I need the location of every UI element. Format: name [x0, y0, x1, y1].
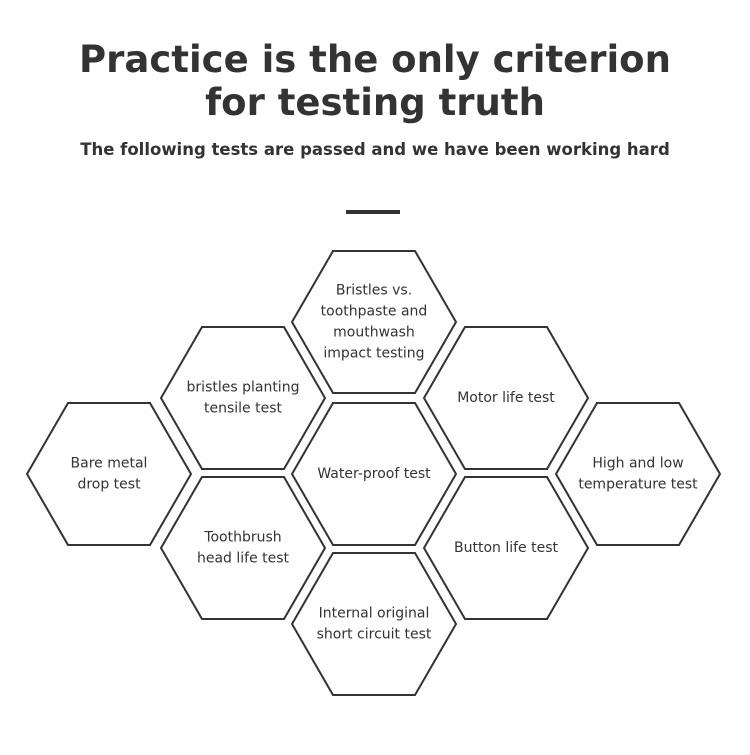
test-label-line: drop test — [77, 477, 141, 493]
hexagon-shape — [159, 476, 327, 620]
test-hexagon-internal-short-circuit: Internal original short circuit test — [290, 552, 458, 696]
test-hexagon-water-proof: Water-proof test — [290, 402, 458, 546]
test-label-line: Button life test — [454, 540, 559, 556]
test-label-line: mouthwash — [333, 325, 415, 341]
test-label-line: short circuit test — [317, 627, 432, 643]
hexagon-shape — [25, 402, 193, 546]
test-hexagon-bare-metal-drop: Bare metal drop test — [25, 402, 193, 546]
test-label-line: impact testing — [323, 346, 424, 362]
test-label-line: head life test — [197, 551, 290, 567]
page-title-line-2: for testing truth — [205, 81, 545, 124]
test-label-line: bristles planting — [187, 380, 300, 396]
test-label-line: Toothbrush — [203, 530, 281, 546]
page-title-line-1: Practice is the only criterion — [79, 38, 671, 81]
test-label-line: Water-proof test — [317, 466, 431, 482]
test-label-line: High and low — [592, 456, 683, 472]
test-label-line: tensile test — [204, 401, 283, 417]
hexagon-shape — [290, 552, 458, 696]
hexagon-shape — [159, 326, 327, 470]
test-hexagon-button-life: Button life test — [422, 476, 590, 620]
test-label-line: Motor life test — [457, 390, 555, 406]
title-divider — [346, 210, 400, 214]
test-hexagon-bristles-planting: bristles planting tensile test — [159, 326, 327, 470]
test-hexagon-toothbrush-head-life: Toothbrush head life test — [159, 476, 327, 620]
test-label-line: temperature test — [578, 477, 698, 493]
test-label-line: toothpaste and — [321, 304, 428, 320]
hexagon-shape — [554, 402, 722, 546]
test-label-line: Internal original — [319, 606, 430, 622]
test-label-line: Bare metal — [71, 456, 148, 472]
hexagon-shape — [422, 326, 590, 470]
hexagon-shape — [290, 402, 458, 546]
test-hexagon-motor-life: Motor life test — [422, 326, 590, 470]
page-subtitle: The following tests are passed and we ha… — [80, 140, 670, 159]
hexagon-shape — [422, 476, 590, 620]
hexagon-shape — [290, 250, 458, 394]
test-hexagon-bristles-vs-toothpaste: Bristles vs. toothpaste and mouthwash impac… — [290, 250, 458, 394]
test-hexagon-high-low-temperature: High and low temperature test — [554, 402, 722, 546]
test-label-line: Bristles vs. — [336, 283, 412, 299]
